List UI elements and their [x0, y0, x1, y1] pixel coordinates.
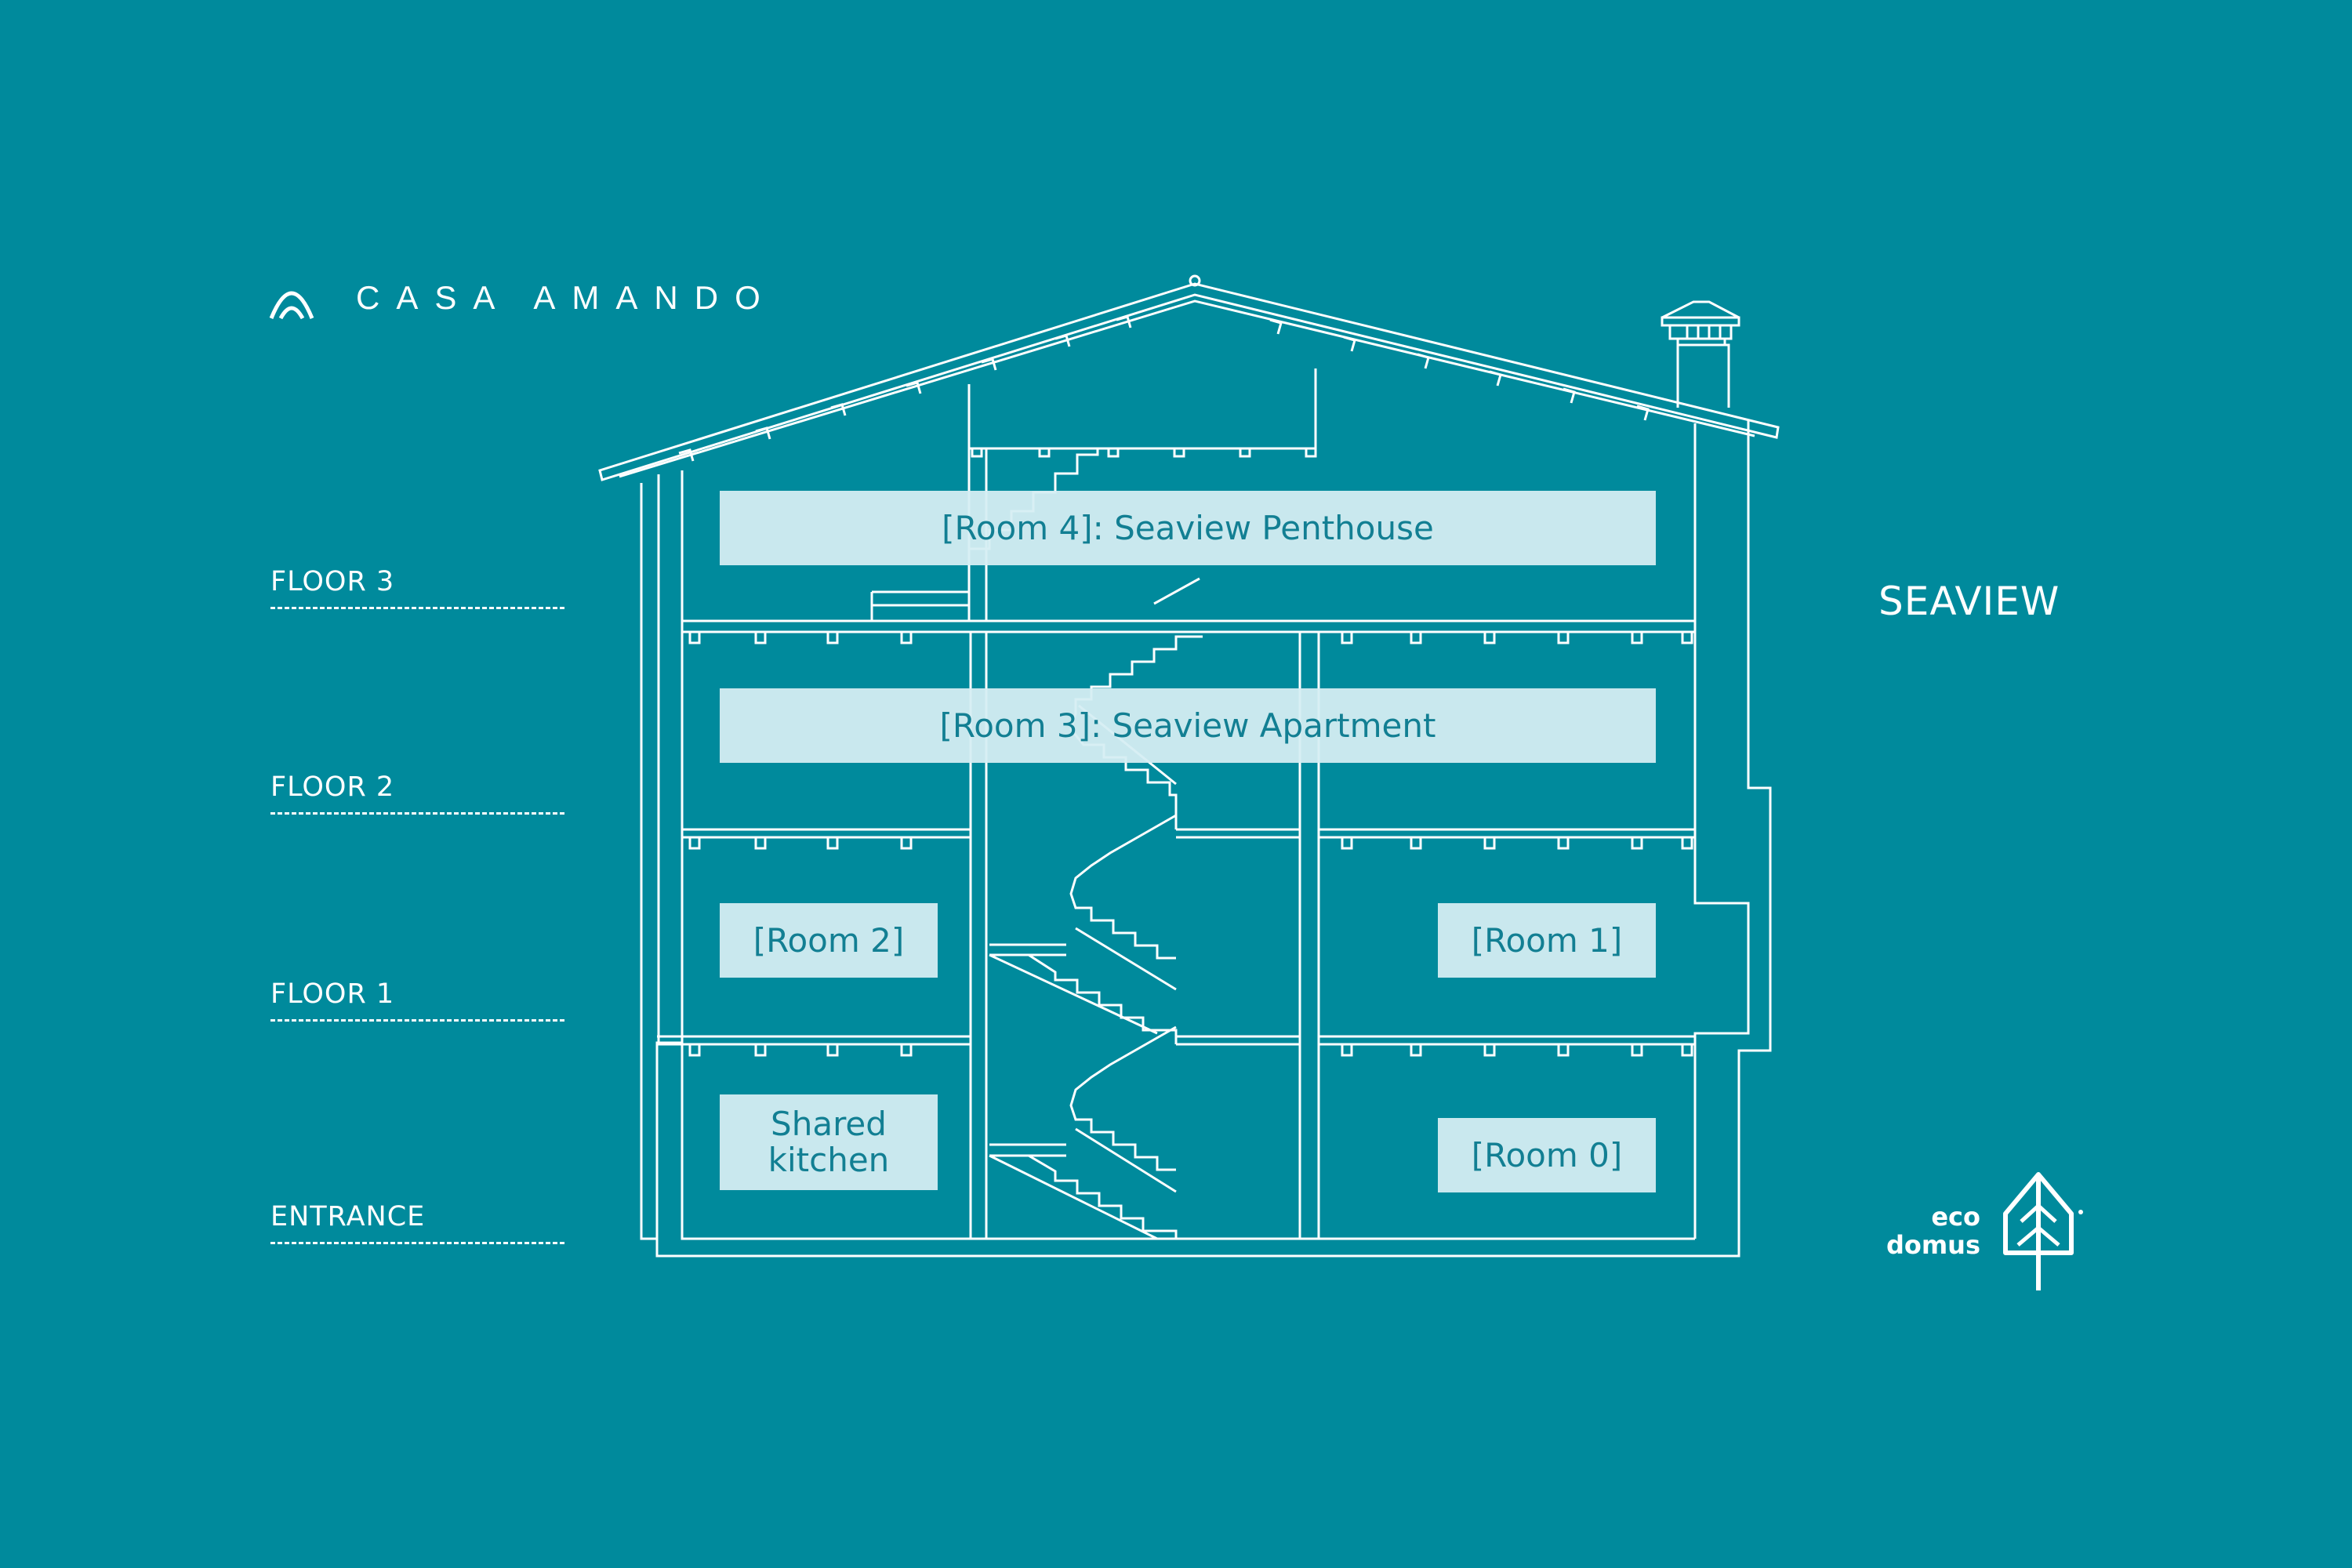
- floor-slab-3: [682, 619, 1695, 633]
- attic-frame: [967, 368, 1317, 463]
- attic-slash: [1153, 577, 1200, 605]
- floor-slab-2: [682, 828, 1695, 839]
- stair-rail: [989, 704, 1177, 1240]
- floor-label-text: FLOOR 1: [270, 978, 395, 1010]
- brand-name: CASA AMANDO: [356, 279, 777, 316]
- seaview-label: SEAVIEW: [1878, 579, 2060, 624]
- roof-outline: [598, 282, 1780, 481]
- eco-domus-logo: eco domus: [1880, 1167, 2085, 1292]
- chimney: [1676, 343, 1730, 408]
- attic-ladder: [870, 590, 971, 621]
- roof-peak-knob: [1189, 274, 1201, 287]
- staircase: [989, 953, 1178, 1044]
- outer-wall: [640, 419, 1772, 1258]
- arch-logo-icon: [269, 291, 314, 320]
- floor-label-entrance: ENTRANCE: [270, 1198, 564, 1244]
- room-label-room-2: [Room 2]: [720, 903, 938, 978]
- floor-label-1: FLOOR 1: [270, 975, 564, 1022]
- staircase: [989, 1154, 1178, 1239]
- room-label-room-4: [Room 4]: Seaview Penthouse: [720, 491, 1656, 565]
- staircase: [1069, 1025, 1177, 1171]
- stairwell-wall-left: [967, 463, 988, 1239]
- room-label-room-0: [Room 0]: [1438, 1118, 1656, 1192]
- floor-dashed-line: [270, 1242, 564, 1244]
- inner-wall-right: [1693, 423, 1750, 1239]
- room-label-shared-kitchen: Shared kitchen: [720, 1094, 938, 1190]
- brand-logo: CASA AMANDO: [268, 274, 777, 321]
- chimney-cap: [1661, 300, 1740, 347]
- eco-domus-text: eco domus: [1886, 1202, 1980, 1260]
- floor-label-text: FLOOR 2: [270, 771, 395, 803]
- floor-dashed-line: [270, 812, 564, 815]
- floor-dashed-line: [270, 607, 564, 609]
- floor-label-2: FLOOR 2: [270, 768, 564, 815]
- roof-underline: [619, 299, 1755, 478]
- inner-wall-left: [681, 470, 1695, 1240]
- floor-slab-1: [657, 1035, 1695, 1046]
- floor-label-3: FLOOR 3: [270, 563, 564, 609]
- staircase: [1069, 814, 1177, 960]
- room-label-room-3: [Room 3]: Seaview Apartment: [720, 688, 1656, 763]
- beam-notches: [678, 315, 1693, 1057]
- leaf-house-logo-icon: [2003, 1172, 2083, 1290]
- floor-dashed-line: [270, 1019, 564, 1022]
- floor-label-text: ENTRANCE: [270, 1201, 426, 1232]
- chimney-slats: [1686, 325, 1722, 339]
- floor-label-text: FLOOR 3: [270, 566, 395, 597]
- room-label-room-1: [Room 1]: [1438, 903, 1656, 978]
- landing: [989, 828, 1300, 1157]
